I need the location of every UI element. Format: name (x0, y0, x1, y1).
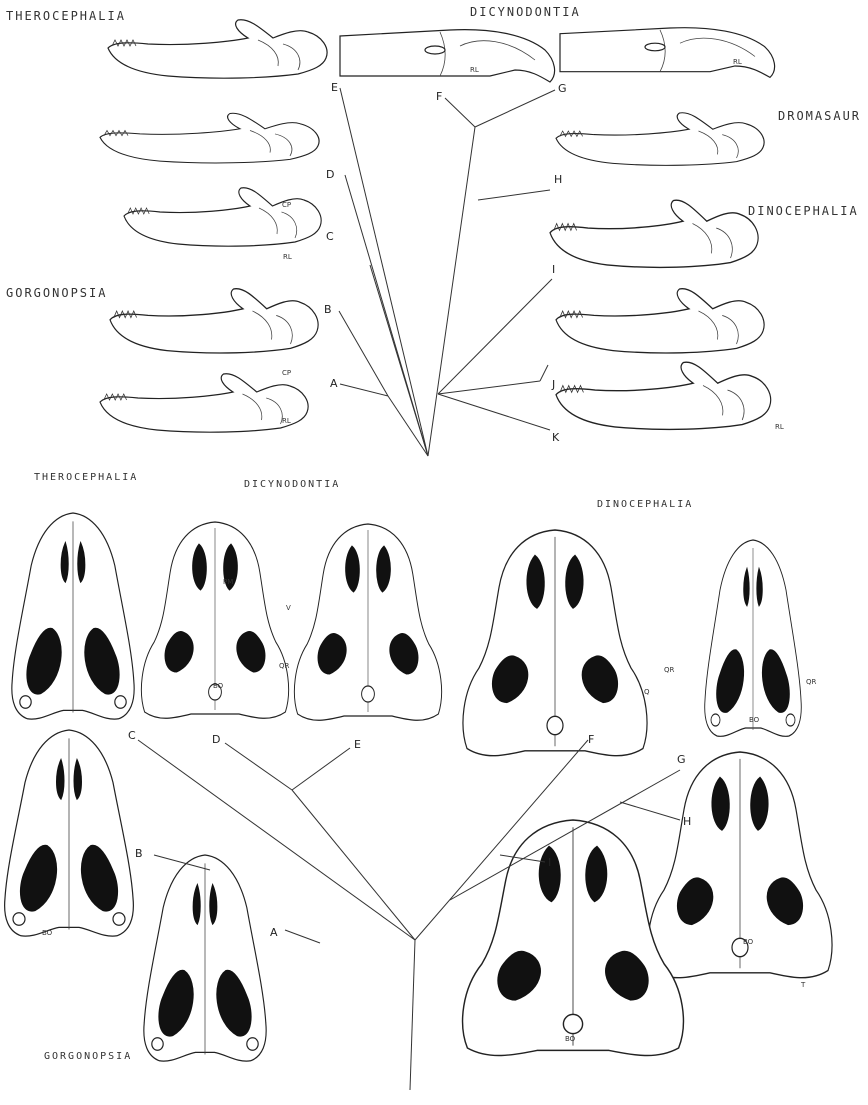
jaw-dicynodontia-1 (340, 30, 555, 82)
upper-label-dinocephalia: DINOCEPHALIA (748, 204, 859, 218)
upper-node-C: C (326, 230, 334, 243)
lower-node-A: A (270, 926, 278, 939)
skull-dinocephalia-3 (648, 752, 832, 978)
part-label-q-1: Q (644, 688, 650, 696)
part-label-rl-1: RL (283, 253, 292, 261)
part-label-qr-2: QR (664, 666, 675, 674)
jaw-therocephalia-2 (100, 113, 319, 163)
jaw-dinocephalia-3 (556, 362, 771, 429)
skull-dinocephalia-2 (705, 540, 802, 736)
part-label-rl-5: RL (775, 423, 784, 431)
part-label-qr-3: QR (806, 678, 817, 686)
lower-node-D: D (212, 733, 220, 746)
lower-node-I: I (548, 856, 551, 869)
part-label-bo-5: BO (565, 1035, 576, 1043)
part-label-qr-1: QR (279, 662, 290, 670)
jaw-therocephalia-3 (124, 188, 321, 246)
part-label-bo-3: BO (42, 929, 53, 937)
lower-node-F: F (588, 733, 594, 746)
upper-node-J: J (551, 378, 555, 391)
part-label-bo-1: BO (213, 682, 224, 690)
upper-node-I: I (552, 263, 555, 276)
part-label-rl-2: RL (282, 417, 291, 425)
part-label-t: T (800, 981, 806, 989)
skull-therocephalia-2 (5, 730, 134, 936)
part-label-cp-1: CP (282, 201, 291, 209)
upper-tree (339, 88, 555, 456)
jaw-dicynodontia-2 (560, 28, 775, 78)
lower-node-H: H (683, 815, 691, 828)
jaw-gorgonopsia-2 (100, 374, 308, 432)
jaw-dinocephalia-2 (556, 289, 764, 353)
upper-label-dicynodontia: DICYNODONTIA (470, 5, 581, 19)
upper-node-A: A (330, 377, 338, 390)
upper-node-B: B (324, 303, 332, 316)
jaw-therocephalia-1 (108, 20, 327, 78)
lower-label-gorgonopsia: GORGONOPSIA (44, 1051, 132, 1062)
upper-node-K: K (552, 431, 560, 444)
part-label-bo-2: BO (749, 716, 760, 724)
part-label-pm: PM (223, 578, 233, 586)
part-label-cp-2: CP (282, 369, 291, 377)
lower-label-therocephalia: THEROCEPHALIA (34, 472, 138, 483)
upper-label-gorgonopsia: GORGONOPSIA (6, 286, 107, 300)
skull-dicynodontia-2 (294, 524, 441, 720)
lower-label-dinocephalia: DINOCEPHALIA (597, 499, 693, 510)
upper-label-dromasaur: DROMASAUR (778, 109, 861, 123)
jaw-dromasaur (556, 113, 764, 166)
upper-node-E: E (331, 81, 338, 94)
lower-node-G: G (677, 753, 686, 766)
part-label-rl-3: RL (470, 66, 479, 74)
lower-node-E: E (354, 738, 361, 751)
lower-label-dicynodontia: DICYNODONTIA (244, 479, 340, 490)
upper-node-H: H (554, 173, 562, 186)
jaw-gorgonopsia-1 (110, 289, 318, 353)
part-label-v: V (286, 604, 291, 612)
part-label-rl-4: RL (733, 58, 742, 66)
skull-dinocephalia-1 (463, 530, 647, 756)
upper-label-therocephalia: THEROCEPHALIA (6, 9, 126, 23)
lower-node-C: C (128, 729, 136, 742)
upper-node-F: F (436, 90, 442, 103)
part-label-bo-4: BO (743, 938, 754, 946)
lower-node-B: B (135, 847, 143, 860)
skull-gorgonopsia (144, 855, 266, 1061)
upper-node-D: D (326, 168, 334, 181)
jaw-dinocephalia-1 (550, 200, 758, 267)
upper-node-G: G (558, 82, 567, 95)
skull-therocephalia-1 (12, 513, 134, 719)
skull-dinocephalia-4 (463, 820, 684, 1056)
